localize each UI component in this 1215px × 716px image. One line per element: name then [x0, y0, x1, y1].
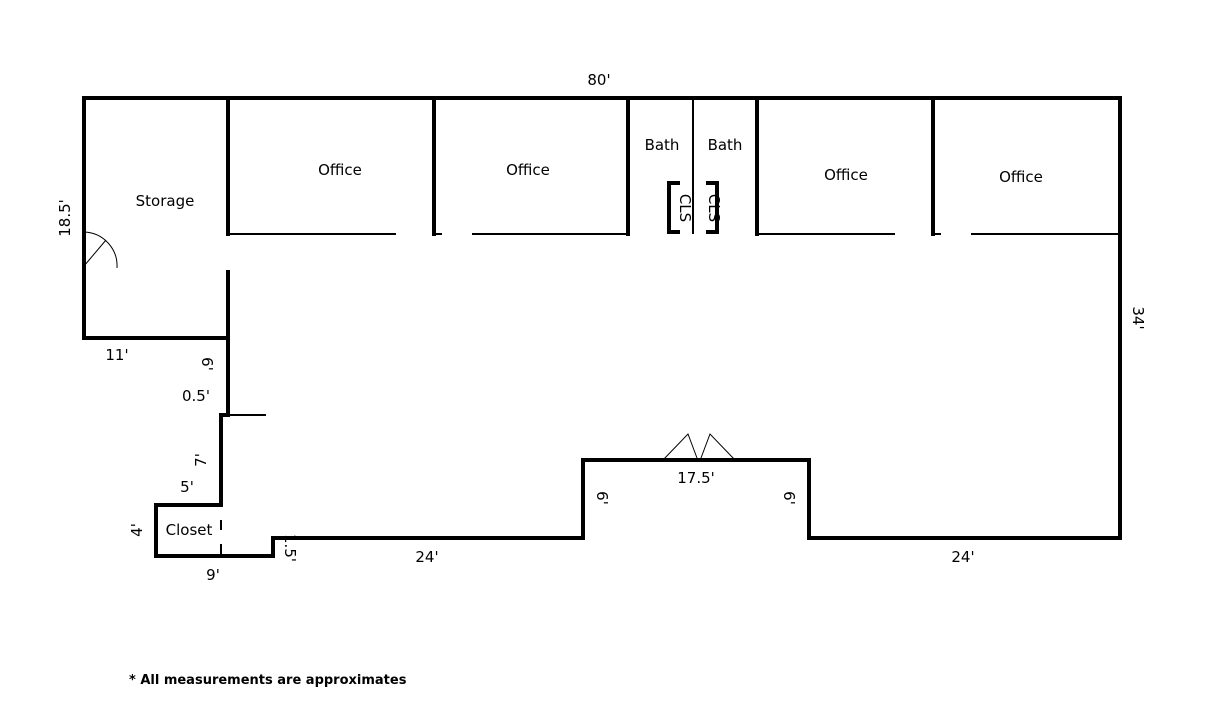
dim-top-width: 80'	[587, 71, 610, 89]
dim-alcove-right: 6'	[780, 491, 798, 505]
room-label-office-1: Office	[318, 161, 362, 179]
dim-step-1-5: 1.5'	[281, 534, 299, 562]
dim-closet-height: 4'	[128, 523, 146, 537]
dim-right-height: 34'	[1129, 306, 1147, 329]
dim-step-0-5: 0.5'	[182, 387, 210, 405]
room-label-office-3: Office	[824, 166, 868, 184]
room-label-bath-1: Bath	[645, 136, 680, 154]
footnote: * All measurements are approximates	[129, 673, 407, 688]
exterior-walls	[82, 96, 1122, 558]
interior-walls	[220, 96, 1120, 556]
dim-storage-bottom: 11'	[105, 346, 128, 364]
dim-closet-top: 5'	[180, 478, 194, 496]
room-labels: Storage Office Office Bath Bath Office O…	[136, 136, 1043, 539]
cls-closet-right	[706, 181, 719, 234]
room-label-cls-2: CLS	[705, 194, 723, 222]
dim-bottom-left: 24'	[415, 548, 438, 566]
dim-alcove-left: 6'	[593, 491, 611, 505]
entrance-double-door-icon	[662, 433, 736, 461]
room-label-cls-1: CLS	[676, 194, 694, 222]
cls-closets	[667, 181, 719, 234]
room-label-storage: Storage	[136, 192, 195, 210]
room-label-bath-2: Bath	[708, 136, 743, 154]
dim-closet-bottom: 9'	[206, 566, 220, 584]
room-label-closet: Closet	[166, 521, 213, 539]
dim-bottom-right: 24'	[951, 548, 974, 566]
dimension-labels: 80' 18.5' 34' 11' 6' 0.5' 7' 5' 4' 9' 1.…	[56, 71, 1147, 584]
outer-wall-outline	[82, 96, 1122, 558]
room-label-office-2: Office	[506, 161, 550, 179]
dim-step-7: 7'	[192, 453, 210, 467]
dim-alcove-width: 17.5'	[677, 469, 715, 487]
cls-closet-left	[667, 181, 680, 234]
doors	[83, 231, 736, 461]
storage-door-icon	[83, 231, 118, 269]
room-label-office-4: Office	[999, 168, 1043, 186]
dim-left-height: 18.5'	[56, 199, 74, 237]
dim-step-6-left: 6'	[198, 357, 216, 371]
